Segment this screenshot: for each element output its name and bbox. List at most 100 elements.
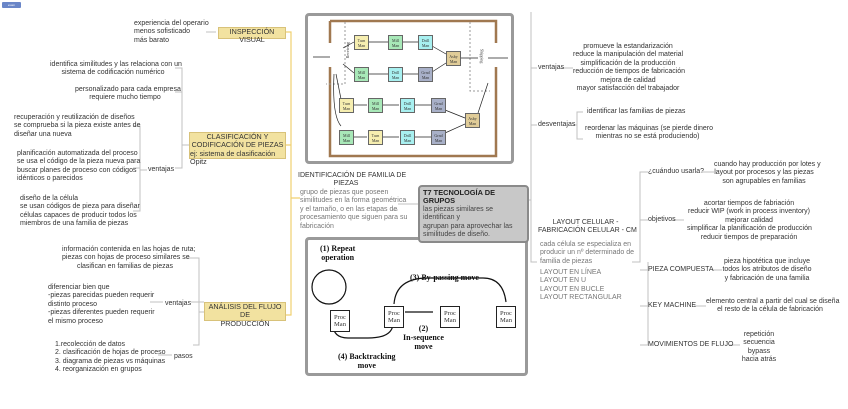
text: mientras no se está produciendo) — [595, 133, 700, 141]
text: son agrupables en familias — [722, 177, 806, 185]
receiving-label: Receiving — [344, 42, 350, 59]
text: move — [414, 342, 433, 351]
text: mejora de calidad — [600, 76, 656, 84]
text: y fabricación de una familia — [724, 274, 810, 282]
text: bypass — [747, 347, 771, 355]
node-t7-tecnologia-grupos[interactable]: T7 TECNOLOGÍA DE GRUPOS las piezas simil… — [418, 185, 529, 244]
machine-drill: Drill Man — [388, 67, 403, 82]
proc-machine: Proc Man — [384, 306, 404, 328]
machine-asby: Asby Man — [446, 51, 461, 66]
text: cada célula se especializa en — [540, 241, 632, 248]
title: ANÁLISIS DEL FLUJO DE — [208, 302, 282, 320]
text: cuando hay producción por lotes y — [714, 161, 821, 168]
machine-drill: Drill Man — [400, 98, 415, 113]
machine-mill: Mill Man — [339, 130, 354, 145]
title: PIEZAS — [333, 180, 359, 188]
repeat-loop — [311, 269, 347, 305]
text: repetición — [743, 331, 775, 338]
text: mayor satisfacción del trabajador — [576, 85, 680, 93]
cellular-layout-image: Receiving Shipping Turn Man Mill Man Dri… — [305, 13, 514, 164]
branch-cuando-usarla[interactable]: ¿cuánduo usarla? — [648, 168, 705, 175]
item: más barato — [134, 36, 170, 44]
bypass-arrow — [393, 277, 507, 305]
text: simplificar la planificación de producci… — [687, 225, 812, 233]
text: información contenida en las hojas de ru… — [62, 246, 196, 253]
machine-mill: Mill Man — [388, 35, 403, 50]
machine-turn: Turn Man — [339, 98, 354, 113]
text: reducir WIP (work in process inventory) — [687, 208, 811, 216]
node-inspeccion-visual[interactable]: INSPECCIÓN VISUAL — [218, 27, 286, 44]
text: (2) — [418, 324, 429, 333]
branch-movimientos-flujo[interactable]: MOVIMIENTOS DE FLUJO — [648, 341, 734, 348]
text: buscar planes de proceso con códigos — [17, 166, 137, 174]
desventajas-label: desventajas — [538, 121, 576, 128]
text: requiere mucho tiempo — [89, 94, 161, 102]
text: LAYOUT EN BUCLE — [540, 285, 605, 293]
text: pieza hipotética que incluye — [723, 258, 810, 265]
text: elemento central a partir del cual se di… — [706, 298, 840, 305]
main-branches — [285, 144, 300, 199]
text: hacia atrás — [741, 356, 777, 364]
layout-body: cada célula se especializa en producir u… — [540, 241, 634, 266]
text: se usan códigos de pieza para diseñar — [20, 203, 140, 211]
title: T7 TECNOLOGÍA DE GRUPOS — [423, 188, 495, 206]
analisis-ventajas-items: diferenciar bien que -piezas parecidas p… — [48, 284, 155, 326]
text: acortar tiempos de fabriación — [703, 200, 795, 207]
text: producir un nº determinado de — [540, 249, 635, 257]
node-layout-celular[interactable]: LAYOUT CELULAR - FABRICACIÓN CELULAR - C… — [538, 219, 637, 236]
branch-items: acortar tiempos de fabriación reducir WI… — [687, 200, 812, 242]
text: y el tamaño, o en las etapas de — [300, 205, 398, 213]
text: grupo de piezas que poseen — [300, 189, 389, 196]
text: reordenar las máquinas (se pierde dinero — [585, 125, 714, 132]
text: piezas con hojas de proceso similares se — [62, 254, 190, 262]
text: similitudes de diseño. — [423, 231, 490, 239]
text: se usa el código de la pieza nueva para — [17, 158, 141, 166]
text: operation — [321, 253, 355, 262]
desventaja-item: identificar las familias de piezas — [587, 108, 686, 115]
identificacion-body: grupo de piezas que poseen similitudes e… — [300, 189, 407, 231]
text: simplificación de la producción — [580, 59, 676, 67]
text: -piezas diferentes pueden requerir — [48, 309, 155, 317]
branch-key-machine[interactable]: KEY MACHINE — [648, 302, 697, 309]
text: 4. reorganización en grupos — [55, 366, 142, 374]
text: miembros de una familia de piezas — [20, 220, 129, 228]
ventajas-label: ventajas — [538, 64, 565, 71]
text: (4) Backtracking — [338, 352, 396, 361]
text: In-sequence — [403, 333, 444, 342]
text: layout por procesos y las piezas — [714, 169, 814, 177]
text: se comprueba si la pieza existe antes de — [14, 122, 141, 130]
machine-mill: Mill Man — [368, 98, 383, 113]
machine-turn: Turn Man — [368, 130, 383, 145]
text: LAYOUT EN U — [540, 277, 587, 285]
branch-items: pieza hipotética que incluye todos los a… — [722, 258, 812, 283]
subtitle: ej: sistema de clasificación Opitz — [190, 148, 276, 167]
layout-types: LAYOUT EN LÍNEA LAYOUT EN U LAYOUT EN BU… — [540, 269, 622, 303]
text: distinto proceso — [48, 300, 98, 308]
text: sistema de codificación numérico — [61, 69, 165, 77]
proc-machine: Proc Man — [496, 306, 516, 328]
machine-grnd: Grnd Man — [431, 98, 446, 113]
text: reduce la manipulación del material — [573, 51, 684, 59]
desventaja-item: reordenar las máquinas (se pierde dinero… — [585, 125, 714, 142]
text: 2. clasificación de hojas de proceso — [55, 349, 166, 357]
machine-grnd: Grnd Man — [431, 130, 446, 145]
text: idénticos o parecidos — [17, 175, 83, 183]
bypass-label: (3) By-passing move — [410, 273, 479, 282]
node-analisis-flujo[interactable]: ANÁLISIS DEL FLUJO DE PRODUCCIÓN — [204, 302, 286, 328]
node-clasificacion-codificacion[interactable]: CLASIFICACIÓN Y CODIFICACIÓN DE PIEZAS e… — [189, 132, 286, 166]
text: células capaces de producir todos los — [20, 211, 137, 219]
title: FABRICACIÓN CELULAR - CM — [538, 227, 637, 235]
text: procesamiento que siguen para su — [300, 214, 408, 222]
text: -piezas parecidas pueden requerir — [48, 292, 155, 300]
node-identificacion-familia[interactable]: IDENTIFICACIÓN DE FAMILIA DE PIEZAS — [298, 172, 407, 189]
title: IDENTIFICACIÓN DE FAMILIA DE — [298, 172, 407, 179]
text: diseñar una nueva — [14, 130, 72, 138]
branch-objetivos[interactable]: objetivos — [648, 216, 676, 223]
machine-drill: Drill Man — [400, 130, 415, 145]
title: CLASIFICACIÓN Y — [206, 132, 269, 141]
machine-turn: Turn Man — [354, 35, 369, 50]
branch-pieza-compuesta[interactable]: PIEZA COMPUESTA — [648, 266, 714, 273]
